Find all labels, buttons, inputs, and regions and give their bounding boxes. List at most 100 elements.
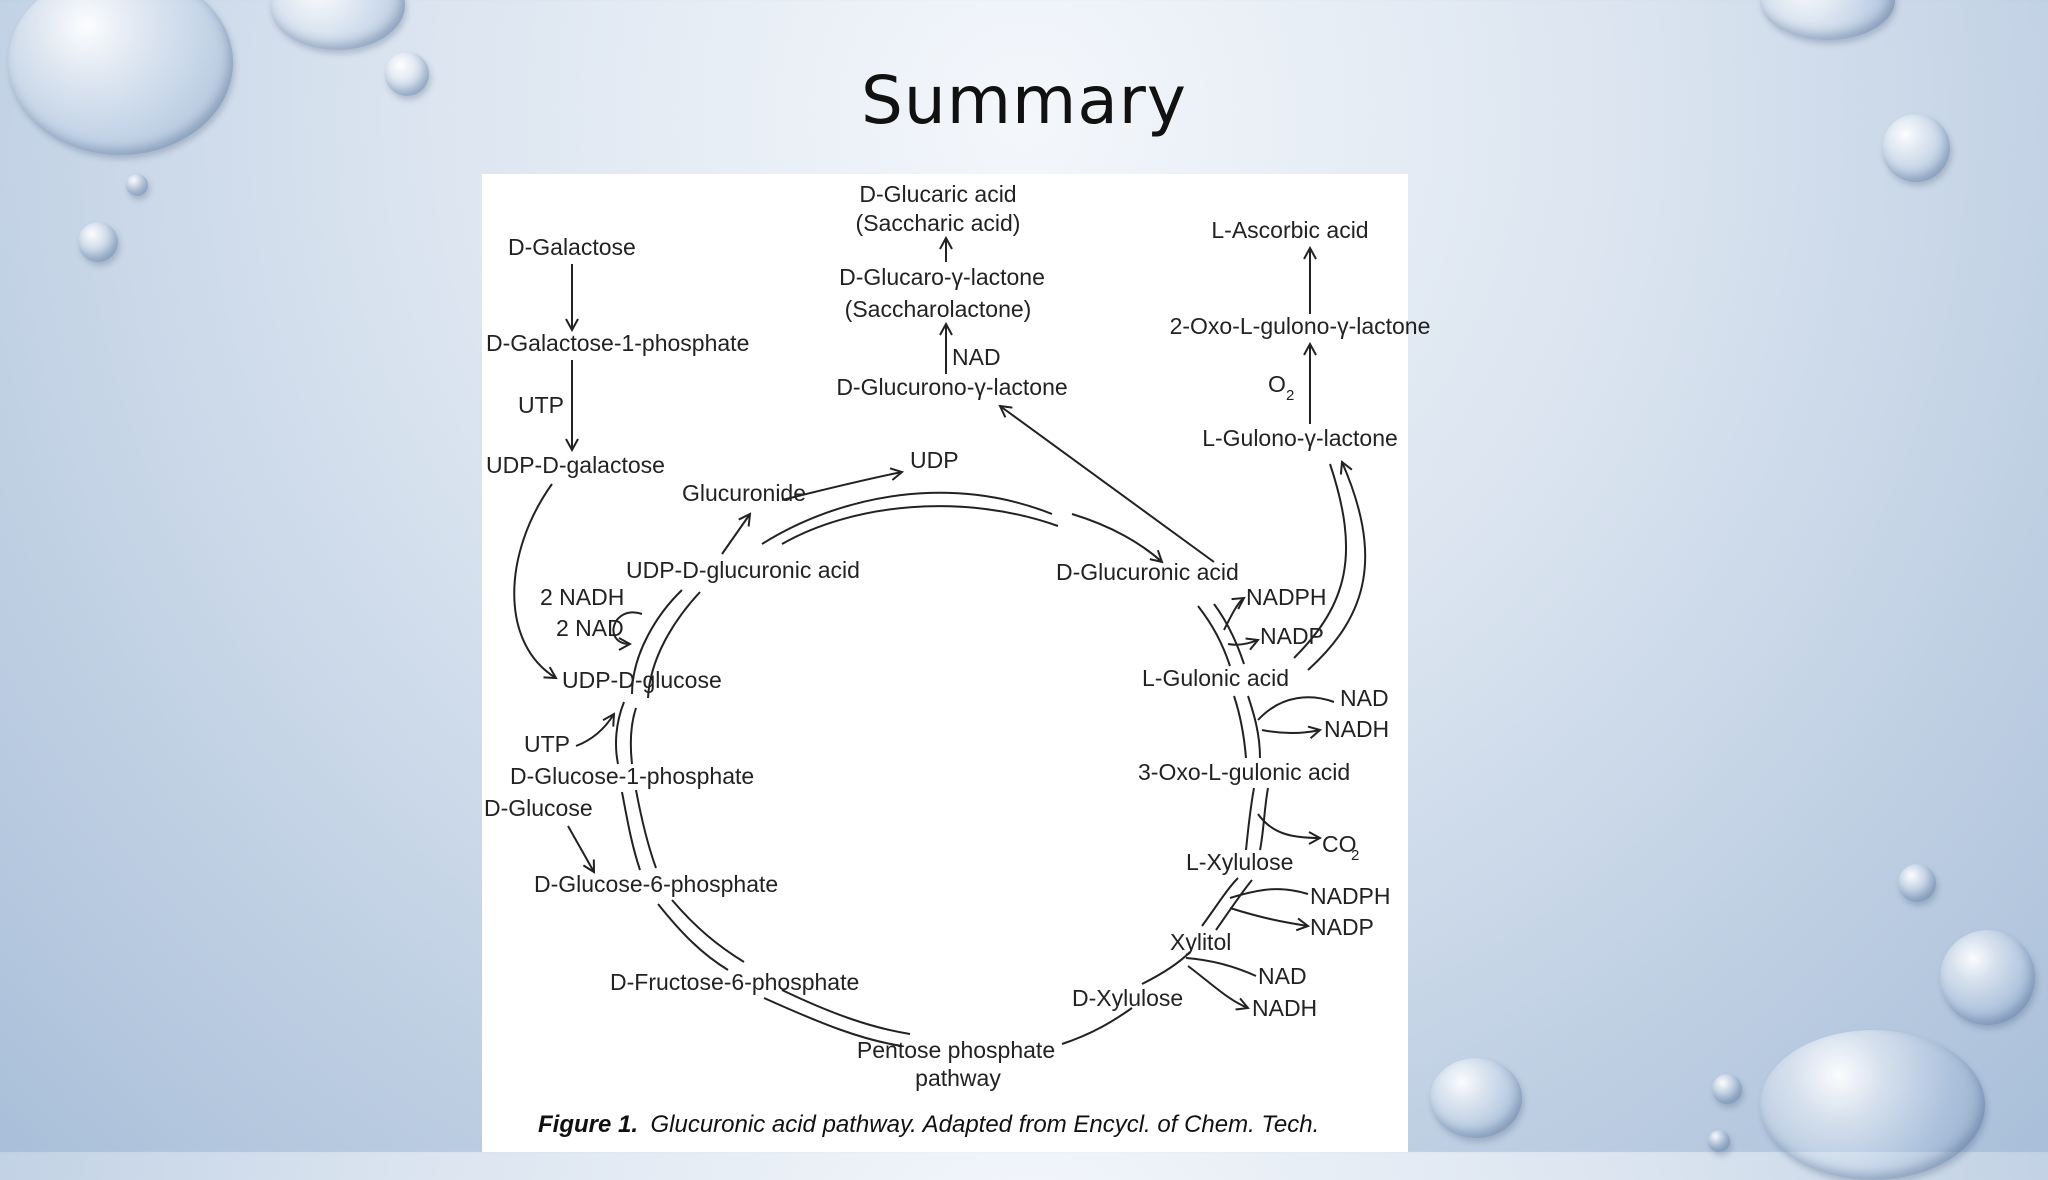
label-d-glucose-6-phosphate: D-Glucose-6-phosphate: [534, 871, 778, 897]
arrow-udp-glucose-to-udp-glucuronic-2: [647, 591, 701, 699]
label-d-fructose-6-phosphate: D-Fructose-6-phosphate: [610, 969, 859, 995]
water-drop-decoration: [126, 174, 148, 196]
slide-title: Summary: [861, 62, 1187, 139]
arrow-xylitol-to-l-xylulose-2: [1215, 879, 1253, 931]
arrow-nad-loop: [1257, 696, 1335, 721]
label-d-galactose: D-Galactose: [508, 234, 636, 260]
arrow-l-xylulose-to-oxo-1: [1245, 787, 1255, 851]
arrow-to-glucuronic: [1071, 513, 1162, 562]
label-2-nadh: 2 NADH: [540, 584, 624, 610]
arrow-nadp-out: [1227, 640, 1258, 645]
label-nadh-1: NADH: [1324, 716, 1389, 742]
label-l-ascorbic-acid: L-Ascorbic acid: [1211, 217, 1368, 243]
label-udp-d-glucuronic-acid: UDP-D-glucuronic acid: [626, 557, 860, 583]
label-xylitol: Xylitol: [1170, 929, 1231, 955]
arrow-gulonic-to-gulono-lactone: [1307, 462, 1367, 671]
arrow-nadh-3-out: [1187, 965, 1248, 1008]
arrow-xylitol-to-l-xylulose-1: [1201, 877, 1239, 927]
label-nad-top: NAD: [952, 344, 1001, 370]
label-saccharolactone: (Saccharolactone): [845, 296, 1032, 322]
arrow-glucose1p-to-udp-glucose-1: [615, 701, 625, 765]
label-d-glucuronic-acid: D-Glucuronic acid: [1056, 559, 1239, 585]
label-o2-subscript: 2: [1286, 387, 1294, 404]
arrow-gulonic-to-glucuronic-2: [1213, 603, 1245, 665]
label-pathway: pathway: [915, 1065, 1001, 1091]
arrow-gulono-lactone-back: [1293, 463, 1347, 659]
label-d-glucose-1-phosphate: D-Glucose-1-phosphate: [510, 763, 754, 789]
label-nadph-2: NADPH: [1310, 883, 1391, 909]
arrow-co2-out: [1257, 813, 1320, 838]
arrow-l-xylulose-to-oxo-2: [1259, 787, 1269, 851]
label-saccharic-acid: (Saccharic acid): [856, 210, 1021, 236]
label-d-glucose: D-Glucose: [484, 795, 593, 821]
arrow-glucose-to-glucose6p: [567, 825, 594, 872]
label-nadph-1: NADPH: [1246, 584, 1327, 610]
label-utp-2: UTP: [524, 731, 570, 757]
label-pentose-phosphate: Pentose phosphate: [857, 1037, 1055, 1063]
water-drop-decoration: [1708, 1130, 1730, 1152]
caption-bold: Figure 1.: [538, 1111, 638, 1138]
arrow-top-arc-outer: [761, 491, 1053, 545]
label-2-nad: 2 NAD: [556, 615, 624, 641]
arrow-oxo-to-gulonic-1: [1233, 695, 1247, 759]
label-3-oxo-l-gulonic-acid: 3-Oxo-L-gulonic acid: [1138, 759, 1350, 785]
label-co2-subscript: 2: [1351, 847, 1359, 864]
label-l-xylulose: L-Xylulose: [1186, 849, 1293, 875]
label-glucuronide: Glucuronide: [682, 480, 806, 506]
water-drop-decoration: [78, 222, 118, 262]
label-d-galactose-1-phosphate: D-Galactose-1-phosphate: [486, 330, 749, 356]
arrow-to-udp: [781, 472, 902, 501]
label-udp-d-glucose: UDP-D-glucose: [562, 667, 722, 693]
caption-italic: Glucuronic acid pathway. Adapted from En…: [650, 1111, 1319, 1138]
label-d-glucaro-lactone: D-Glucaro-γ-lactone: [839, 264, 1045, 290]
pathway-figure: D-Glucaric acid (Saccharic acid) D-Gluca…: [482, 174, 1430, 1152]
arrow-fructose6p-glucose6p-2: [671, 899, 745, 963]
arrow-top-arc-inner: [781, 505, 1059, 545]
water-drop-decoration: [1882, 114, 1950, 182]
label-nad-1: NAD: [1340, 685, 1389, 711]
label-udp: UDP: [910, 447, 959, 473]
label-o2: O: [1268, 371, 1286, 397]
water-drop-decoration: [1712, 1074, 1742, 1104]
water-drop-decoration: [8, 0, 233, 155]
arrow-nadh-loop: [612, 611, 643, 644]
water-drop-decoration: [385, 52, 429, 96]
label-l-gulono-lactone: L-Gulono-γ-lactone: [1202, 425, 1398, 451]
label-nad-3: NAD: [1258, 963, 1307, 989]
arrow-glucose6p-glucose1p-2: [635, 789, 657, 869]
arrow-nad-3-loop: [1185, 957, 1257, 977]
label-d-xylulose: D-Xylulose: [1072, 985, 1183, 1011]
arrow-udp-galactose-to-udp-glucose: [513, 483, 556, 678]
arrow-d-xylulose-to-xylitol-1: [1141, 951, 1191, 985]
arrow-nadph-loop: [1223, 598, 1244, 631]
arrow-nadp-2-out: [1229, 907, 1308, 926]
arrow-to-glucuronide: [721, 514, 750, 555]
label-utp-1: UTP: [518, 392, 564, 418]
arrow-glucose1p-to-udp-glucose-2: [629, 707, 637, 765]
arrow-pentose-to-d-xylulose: [1061, 1007, 1133, 1045]
label-d-glucurono-lactone: D-Glucurono-γ-lactone: [836, 374, 1067, 400]
water-drop-decoration: [1760, 1030, 1985, 1180]
water-drop-decoration: [1430, 1058, 1522, 1138]
label-l-gulonic-acid: L-Gulonic acid: [1142, 665, 1289, 691]
label-nadh-3: NADH: [1252, 995, 1317, 1021]
label-d-glucaric-acid: D-Glucaric acid: [859, 181, 1016, 207]
water-drop-decoration: [1940, 930, 2035, 1025]
label-oxo-gulono-lactone: 2-Oxo-L-gulono-γ-lactone: [1170, 313, 1431, 339]
water-drop-decoration: [1760, 0, 1895, 40]
pathway-diagram: D-Glucaric acid (Saccharic acid) D-Gluca…: [484, 181, 1430, 1138]
arrow-fructose-to-pentose-1: [763, 997, 903, 1047]
label-udp-d-galactose: UDP-D-galactose: [486, 452, 665, 478]
figure-caption: Figure 1. Glucuronic acid pathway. Adapt…: [538, 1111, 1319, 1138]
label-nadp-2: NADP: [1310, 914, 1374, 940]
arrow-nadph-2-loop: [1229, 888, 1309, 899]
arrow-gulonic-to-glucuronic-1: [1197, 605, 1231, 667]
arrow-glucose6p-glucose1p-1: [621, 791, 641, 871]
arrow-fructose6p-glucose6p-1: [657, 903, 729, 971]
arrow-utp-in: [575, 714, 614, 747]
label-co2: CO: [1322, 831, 1357, 857]
arrow-to-glucurono-lactone: [1000, 406, 1215, 563]
arrow-oxo-to-gulonic-2: [1247, 695, 1261, 759]
arrow-fructose-to-pentose-2: [781, 989, 911, 1035]
water-drop-decoration: [270, 0, 405, 50]
